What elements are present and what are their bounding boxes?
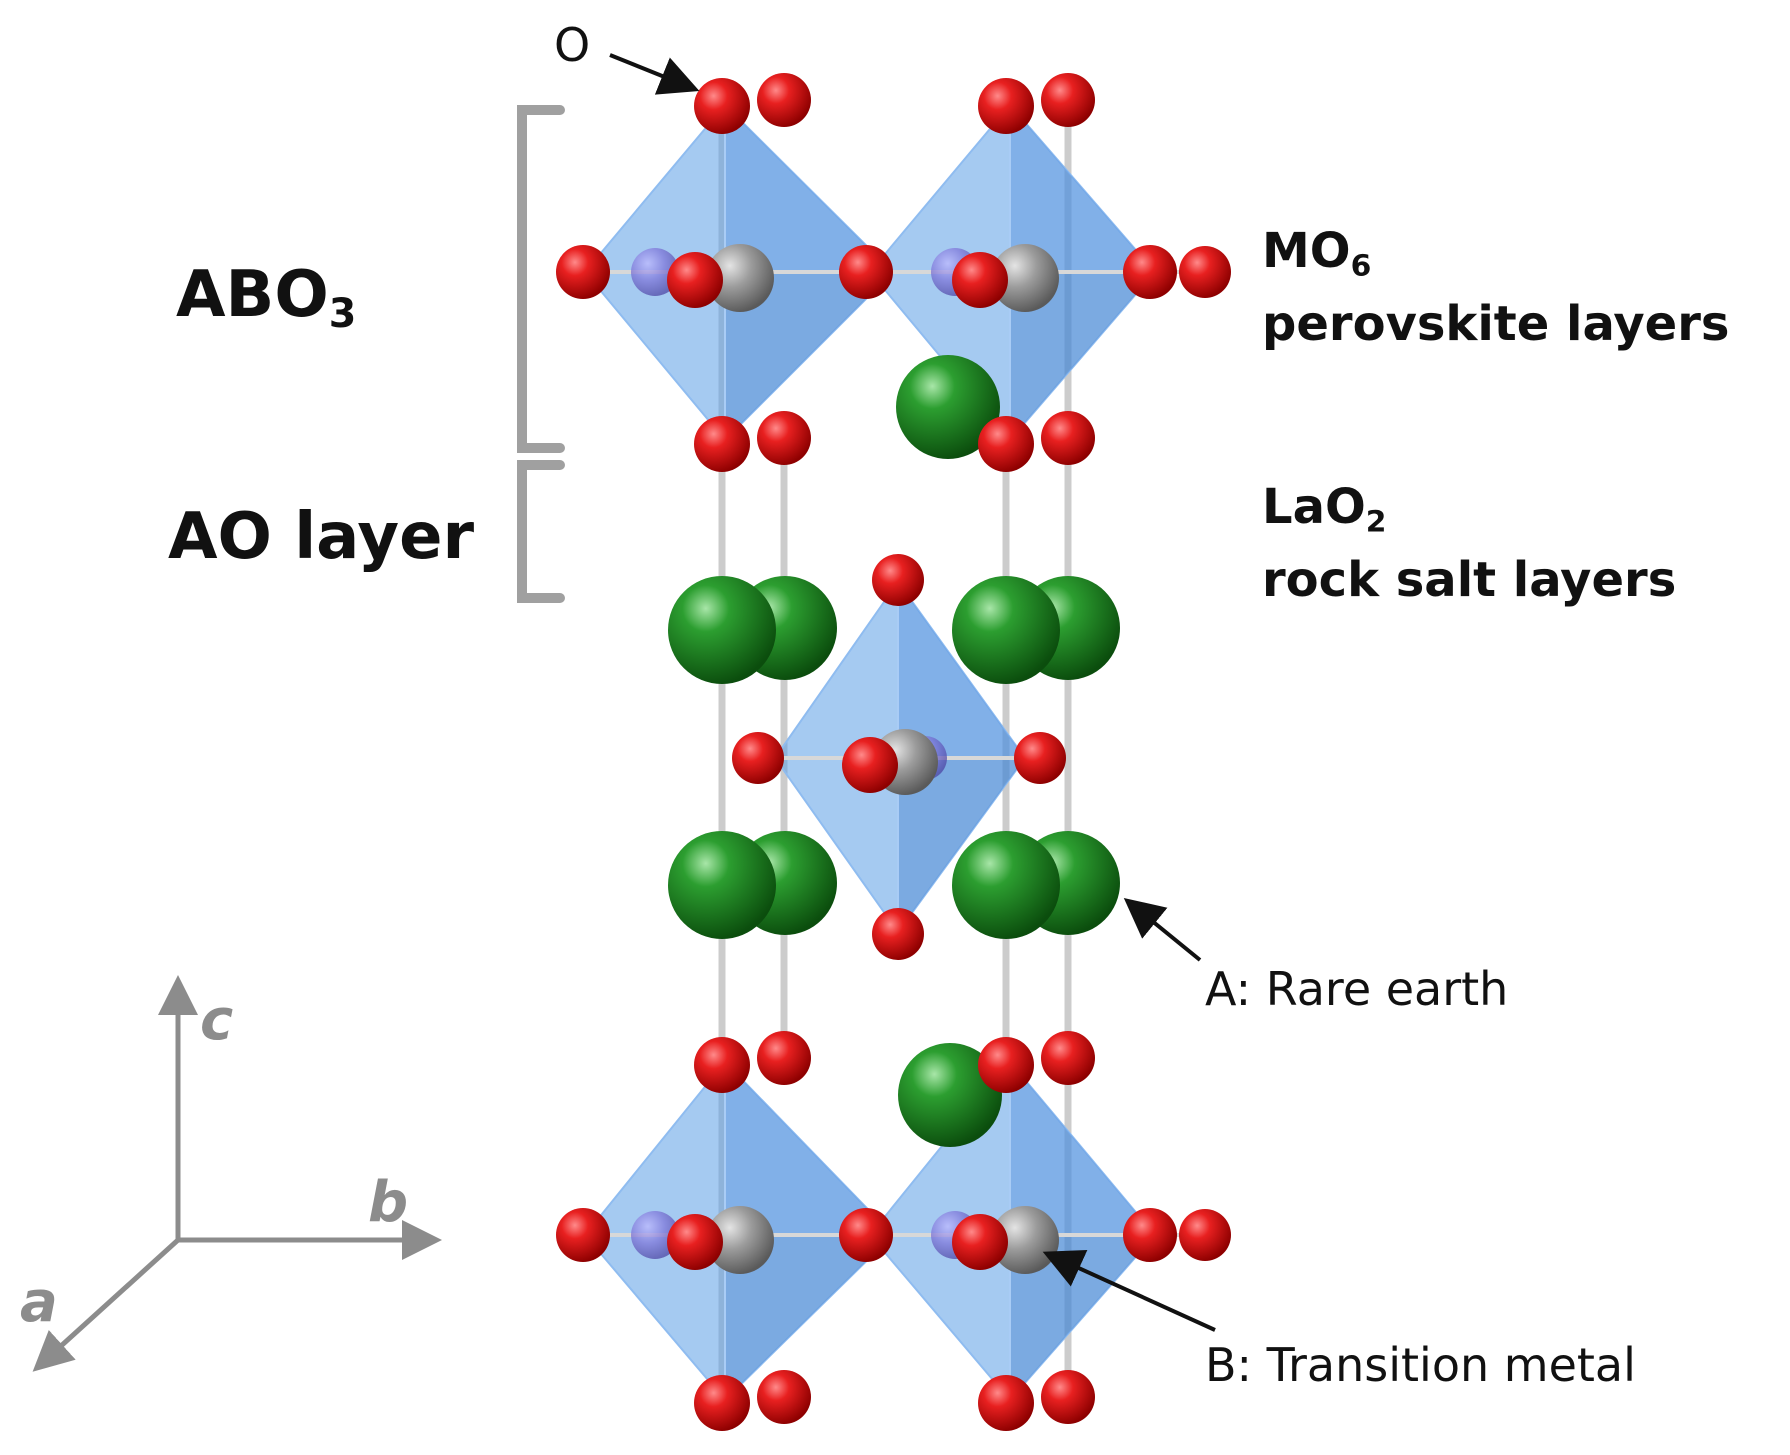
a-atom (896, 355, 1000, 459)
a-atom (668, 831, 776, 939)
crystal-axes (32, 975, 442, 1372)
o-atom (757, 1031, 811, 1085)
a-atom (668, 576, 776, 684)
b-atom-back (631, 1211, 679, 1259)
o-atom (978, 78, 1034, 134)
o-atom (978, 1037, 1034, 1093)
a-atom (952, 831, 1060, 939)
o-atom (1041, 1370, 1095, 1424)
rare-earth-arrow (1123, 897, 1202, 962)
o-atom (952, 252, 1008, 308)
oxygen-arrow (609, 53, 700, 95)
o-atom (757, 73, 811, 127)
b-atom-back (631, 248, 679, 296)
a-atom (952, 576, 1060, 684)
o-atom (842, 737, 898, 793)
b-atom (706, 244, 774, 312)
o-atom (1014, 732, 1066, 784)
transition-metal-label: B: Transition metal (1205, 1338, 1636, 1392)
o-atom (1041, 1031, 1095, 1085)
a-axis-label: a (20, 1270, 58, 1335)
o-atom (1123, 245, 1177, 299)
oxygen-atoms (556, 73, 1231, 1431)
o-atom (1041, 411, 1095, 465)
oxygen-label: O (554, 18, 591, 72)
abo3-label: ABO3 (176, 258, 357, 338)
o-atom (757, 411, 811, 465)
o-atom (694, 1037, 750, 1093)
a-atom (898, 1043, 1002, 1147)
o-atom (1041, 73, 1095, 127)
rare-earth-label: A: Rare earth (1205, 962, 1509, 1016)
o-atom (872, 908, 924, 960)
b-atom (706, 1206, 774, 1274)
o-atom (978, 416, 1034, 472)
abo3-bracket (517, 105, 565, 453)
ao-layer-label: AO layer (168, 500, 475, 574)
annotation-arrows (609, 53, 1216, 1332)
c-axis-label: c (200, 988, 234, 1053)
lao2-label: LaO2 rock salt layers (1262, 479, 1677, 609)
o-atom (694, 416, 750, 472)
o-atom (556, 245, 610, 299)
transition-metal-arrow (1042, 1250, 1216, 1332)
o-atom (978, 1375, 1034, 1431)
o-atom (667, 252, 723, 308)
o-atom (694, 78, 750, 134)
o-atom (839, 245, 893, 299)
o-atom (872, 554, 924, 606)
o-atom (556, 1208, 610, 1262)
ao-bracket (517, 460, 565, 603)
b-atom (991, 244, 1059, 312)
o-atom (757, 1370, 811, 1424)
mo6-label: MO6 perovskite layers (1262, 223, 1730, 353)
o-atom (839, 1208, 893, 1262)
o-atom (1123, 1208, 1177, 1262)
b-axis-label: b (368, 1170, 409, 1235)
b-atom (991, 1206, 1059, 1274)
o-atom (667, 1214, 723, 1270)
o-atom (952, 1214, 1008, 1270)
o-atom (1179, 1209, 1231, 1261)
o-atom (1179, 246, 1231, 298)
o-atom (732, 732, 784, 784)
layer-brackets (517, 105, 565, 603)
rare-earth-atoms (668, 355, 1120, 1147)
a-axis (32, 1238, 180, 1372)
o-atom (694, 1375, 750, 1431)
transition-metal-atoms (631, 244, 1059, 1274)
